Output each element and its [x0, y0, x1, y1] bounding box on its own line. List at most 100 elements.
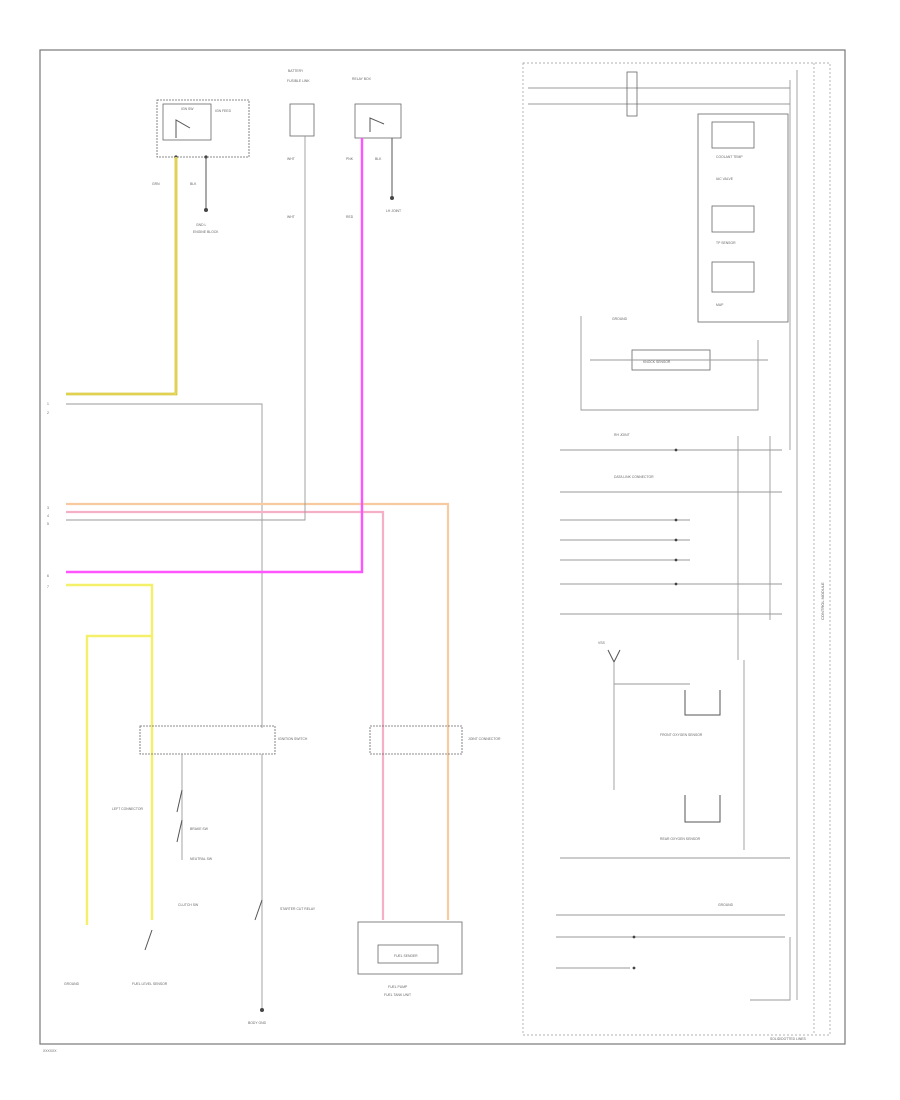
bottom-right-corner — [750, 937, 791, 1001]
battery-group: BATTERY FUSIBLE LINK WHT WHT — [287, 69, 315, 408]
fuel-pump-box — [357, 921, 463, 975]
sensor-box-3 — [711, 261, 755, 293]
wire-pink — [66, 510, 385, 920]
right-wire-rows: RH JOINT DATA LINK CONNECTOR — [560, 433, 782, 660]
neutral-switch-contact — [176, 819, 183, 843]
vss-antenna — [607, 649, 621, 664]
ign-switch-contact — [175, 119, 191, 138]
fuel-level-label: FUEL LEVEL SENSOR — [132, 982, 168, 986]
relay-contact — [369, 117, 385, 132]
starter-switch-contact — [254, 899, 263, 921]
row-mark-5: 5 — [47, 522, 49, 526]
starter-label: STARTER CUT RELAY — [280, 907, 316, 911]
engine-block-label: ENGINE BLOCK — [193, 230, 219, 234]
knock-wire — [580, 316, 759, 411]
right-connector — [369, 725, 463, 755]
iac-label: IAC VALVE — [716, 177, 734, 181]
row-mark-2: 2 — [47, 411, 49, 415]
wire-magenta — [66, 138, 364, 574]
row-mark-7: 7 — [47, 585, 49, 589]
data-link-label: DATA LINK CONNECTOR — [614, 475, 654, 479]
tp-sensor-label: TP SENSOR — [716, 241, 736, 245]
starter-group: STARTER CUT RELAY BODY GND — [248, 754, 316, 1025]
center-connector-group: IGNITION SWITCH JOINT CONNECTOR LEFT CON… — [112, 725, 501, 811]
top-bus — [528, 70, 798, 1000]
lower-left-switches: BRAKE SW NEUTRAL SW CLUTCH SW GROUND FUE… — [64, 754, 213, 986]
relay-box-label: RELAY BOX — [352, 77, 372, 81]
fuel-pump-group: FUEL SENDER FUEL PUMP FUEL TANK UNIT — [357, 921, 463, 997]
neutral-switch-label: NEUTRAL SW — [190, 857, 213, 861]
wire-yellow-1 — [66, 583, 154, 728]
ignition-switch-box-label: IGNITION SWITCH — [278, 737, 308, 741]
wire-code-wht-2: WHT — [287, 215, 295, 219]
front-oxygen-label: FRONT OXYGEN SENSOR — [660, 733, 703, 737]
row-mark-4: 4 — [47, 514, 49, 518]
bottom-right-rows: GROUND — [556, 903, 791, 1001]
row-dot-2 — [674, 518, 678, 522]
row-mark-1: 1 — [47, 402, 49, 406]
diagram-frame — [39, 49, 846, 1045]
ign-switch-group: IGN SW IGN FEED GND L ENGINE BLOCK GRN B… — [152, 99, 250, 234]
ign-feed-label: IGN FEED — [215, 109, 232, 113]
row-dot-5 — [674, 582, 678, 586]
wire-code-blk: BLK — [190, 182, 197, 186]
control-module-outline — [522, 62, 831, 1036]
sensor-stack: COOLANT TEMP IAC VALVE TP SENSOR MAP — [697, 113, 789, 323]
brake-switch-contact — [176, 789, 183, 813]
oxygen-group: VSS FRONT OXYGEN SENSOR REAR OXYGEN SENS… — [560, 641, 790, 859]
clutch-label: CLUTCH SW — [178, 903, 199, 907]
wire-gray-2 — [66, 408, 306, 521]
footer-right-caption: SOLID/DOTTED LINES — [770, 1037, 807, 1041]
relay-box-group: RELAY BOX LH JOINT PNK RED BLK — [346, 77, 402, 219]
fuel-tank-label: FUEL TANK UNIT — [384, 993, 411, 997]
row-dot-4 — [674, 558, 678, 562]
row-mark-3: 3 — [47, 506, 49, 510]
left-connector-label: LEFT CONNECTOR — [112, 807, 144, 811]
ground-l-label: GND L — [196, 223, 206, 227]
ign-sw-label: IGN SW — [181, 107, 194, 111]
fuel-pump-label: FUEL PUMP — [388, 985, 408, 989]
footer-left-code: XXXXXX — [43, 1049, 57, 1053]
battery-label: BATTERY — [288, 69, 304, 73]
bus-connector — [626, 71, 638, 117]
lower-switch-contact — [144, 929, 153, 951]
wire-yellow-gold — [66, 157, 178, 396]
wire-code-wht: WHT — [287, 157, 295, 161]
center-connector — [139, 725, 276, 755]
knock-group: KNOCK SENSOR GROUND — [580, 316, 768, 411]
row-dot-1 — [674, 448, 678, 452]
bottom-dot-2 — [632, 966, 636, 970]
ign-ground-point — [204, 208, 208, 212]
battery-box — [289, 103, 315, 137]
control-module-label: CONTROL MODULE — [820, 582, 825, 620]
wire-orange — [66, 502, 450, 920]
fuel-sender-label: FUEL SENDER — [394, 954, 418, 958]
wire-gray-1 — [66, 403, 263, 728]
sensor-box-2 — [711, 205, 755, 233]
relay-ground-point — [390, 196, 394, 200]
row-dot-3 — [674, 538, 678, 542]
fusible-label: FUSIBLE LINK — [287, 79, 310, 83]
front-oxygen-symbol — [684, 690, 721, 716]
wire-yellow-2 — [85, 634, 152, 925]
wire-yellow-gold-inner — [66, 157, 177, 395]
ground-label-1: GROUND — [64, 982, 80, 986]
knock-label: KNOCK SENSOR — [643, 360, 671, 364]
fuel-pump-inner — [377, 944, 439, 964]
rear-oxygen-label: REAR OXYGEN SENSOR — [660, 837, 701, 841]
wire-code-blk-2: BLK — [375, 157, 382, 161]
coolant-label: COOLANT TEMP — [716, 155, 743, 159]
rear-oxygen-symbol — [684, 795, 721, 823]
bottom-dot-1 — [632, 935, 636, 939]
sensor-box-1 — [711, 121, 755, 149]
joint-conn-label: JOINT CONNECTOR — [468, 737, 501, 741]
body-gnd-label: BODY GND — [248, 1021, 267, 1025]
brake-switch-label: BRAKE SW — [190, 827, 209, 831]
lh-joint-label: LH JOINT — [386, 209, 401, 213]
wire-code-pnk: PNK — [346, 157, 354, 161]
ign-switch-inner — [162, 103, 212, 141]
ground-label-2: GROUND — [612, 317, 628, 321]
sensor-stack-box — [697, 113, 789, 323]
ign-switch-box — [156, 99, 250, 158]
